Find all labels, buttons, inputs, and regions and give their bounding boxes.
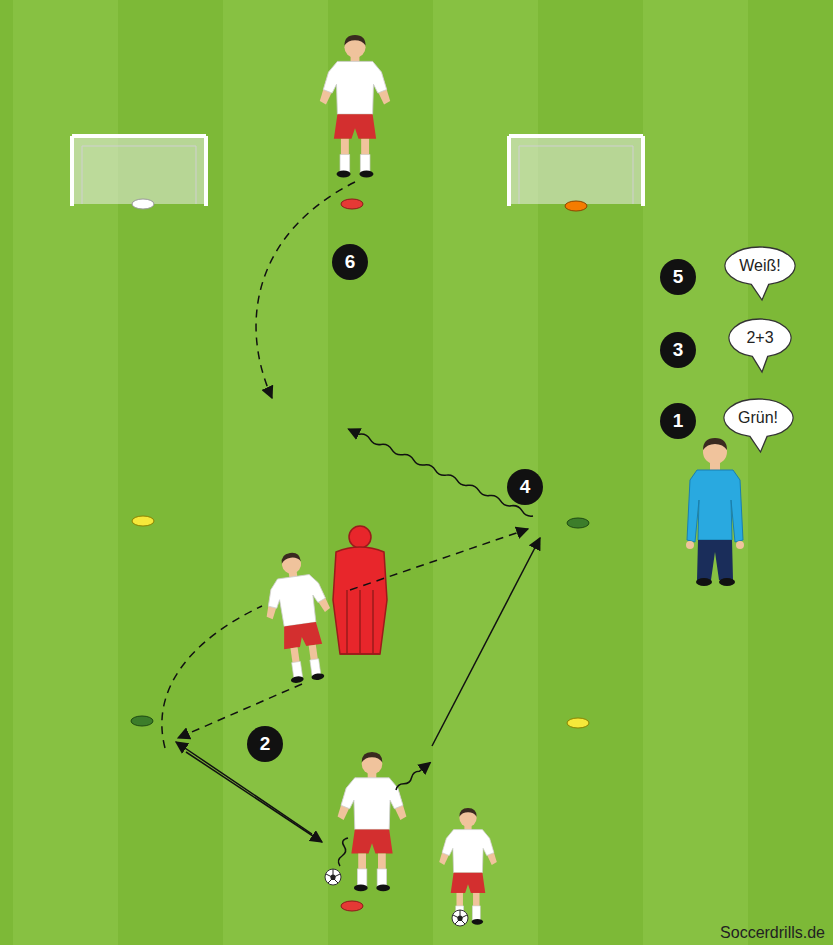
player-figure <box>439 808 497 925</box>
speech-bubble: Weiß! <box>724 246 796 286</box>
call-text: Grün! <box>738 409 778 427</box>
speech-bubble: 2+3 <box>728 318 792 358</box>
player-figure <box>258 549 339 686</box>
callout-number: 5 <box>660 259 696 295</box>
ball <box>452 910 468 926</box>
ball <box>325 869 341 885</box>
player-figure <box>338 752 407 891</box>
number-text: 1 <box>673 410 684 432</box>
coach-figure <box>686 438 744 586</box>
number-text: 3 <box>673 339 684 361</box>
callout-number: 3 <box>660 332 696 368</box>
number-text: 5 <box>673 266 684 288</box>
call-text: Weiß! <box>739 257 780 275</box>
callout-number: 1 <box>660 403 696 439</box>
cones <box>131 199 589 911</box>
player-figure <box>320 35 390 178</box>
goal <box>72 136 206 206</box>
number-text: 6 <box>345 251 356 273</box>
callout-number: 2 <box>247 726 283 762</box>
callout-number: 4 <box>507 469 543 505</box>
number-text: 4 <box>520 476 531 498</box>
call-text: 2+3 <box>746 329 773 347</box>
goal <box>509 136 643 206</box>
number-text: 2 <box>260 733 271 755</box>
speech-bubble: Grün! <box>723 398 794 438</box>
movement-lines <box>162 182 540 866</box>
watermark: Soccerdrills.de <box>720 924 825 942</box>
dummy-mannequin <box>333 526 387 654</box>
callout-number: 6 <box>332 244 368 280</box>
